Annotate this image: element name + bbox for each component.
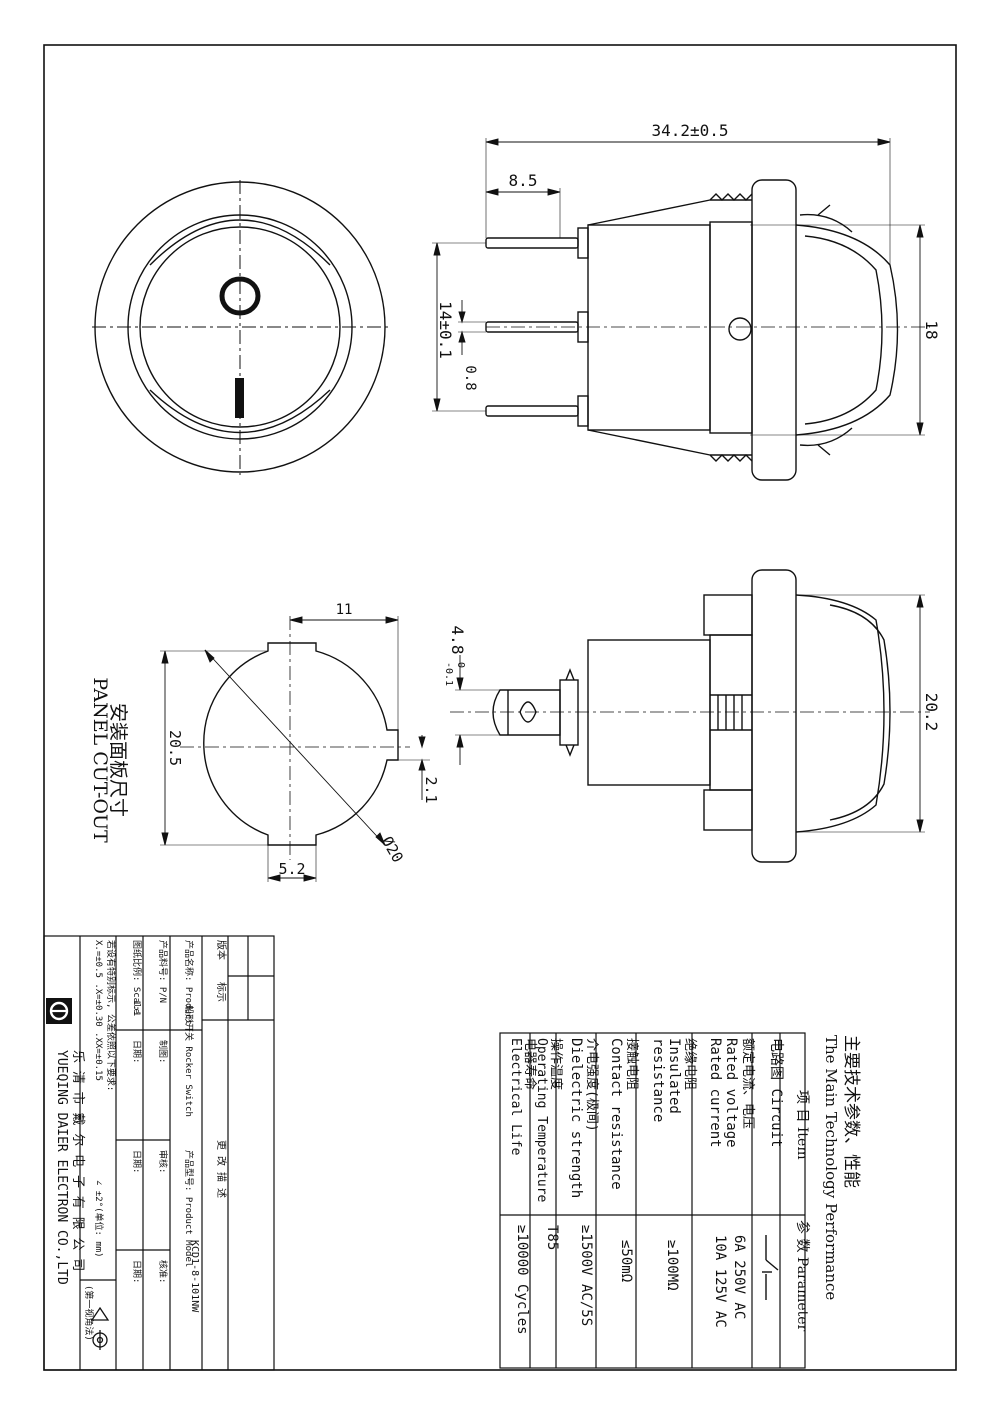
row-contact-value: ≤50mΩ <box>618 1240 634 1282</box>
pn-label: 产品料号: P/N <box>157 940 169 1003</box>
company-name-cn: 乐 清 市 戴 尔 电 子 有 限 公 司 <box>70 1050 86 1271</box>
scale-value: 1:1 <box>131 1000 141 1016</box>
front-view <box>92 180 388 475</box>
row-circuit-label: 电路图 Circuit <box>768 1038 784 1147</box>
row-insulated-en: Insulated <box>666 1038 682 1114</box>
top-view-dimensions <box>432 138 925 436</box>
row-insulated-value: ≥100MΩ <box>664 1240 680 1291</box>
product-label: 产品名称: Product <box>183 940 195 1025</box>
side-view-dimensions <box>455 594 925 833</box>
row-insulated-en2: resistance <box>650 1038 666 1122</box>
panel-cutout <box>180 616 410 860</box>
dim-cutout-height: 20.5 <box>166 730 184 766</box>
projection-label: (第一视角法) <box>83 1285 95 1341</box>
row-rated-cn: 额定电流、电压 <box>740 1038 755 1129</box>
date-label-1: 日期: <box>131 1040 142 1063</box>
date-label-3: 日期: <box>131 1260 142 1283</box>
dim-cutout-notch: 5.2 <box>278 860 305 878</box>
dim-cutout-width: 11 <box>336 602 353 618</box>
dim-pin-width-tol-lower: -0.1 <box>443 662 454 686</box>
cutout-dimensions <box>160 616 430 882</box>
dim-pin-offset: 8.5 <box>509 171 538 190</box>
row-life-value: ≥10000 Cycles <box>514 1225 530 1335</box>
top-side-view <box>485 179 930 481</box>
row-dielectric-cn: 介电强度(极间) <box>584 1038 600 1132</box>
product-value: 船形开关 Rocker Switch <box>183 1005 195 1117</box>
company-name-en: YUEQING DAIER ELECTRON CO.,LTD <box>54 1050 69 1285</box>
dim-height-20-2: 20.2 <box>922 693 941 732</box>
cutout-title-cn: 安装面板尺寸 <box>107 703 129 817</box>
mark-label: 标示 <box>215 982 227 1002</box>
row-temp-en: Operating Temperature <box>534 1038 549 1203</box>
date-label-2: 日期: <box>131 1150 142 1173</box>
on-symbol <box>235 378 244 418</box>
row-temp-cn: 操作温度 <box>548 1038 564 1090</box>
row-contact-cn: 接触电阻 <box>624 1038 640 1090</box>
spec-title-en: The Main Technology Performance <box>822 1035 840 1300</box>
row-dielectric-value: ≥1500V AC/5S <box>578 1225 594 1326</box>
change-description-label: 更 改 描 述 <box>215 1140 228 1198</box>
dim-cutout-key: 2.1 <box>422 776 440 803</box>
title-block <box>43 935 275 1371</box>
row-life-cn: 电器寿命 <box>522 1038 538 1090</box>
projection-symbol-icon <box>90 1306 110 1350</box>
row-contact-en: Contact resistance <box>608 1038 624 1190</box>
bottom-side-view <box>450 569 930 863</box>
company-logo <box>46 998 72 1024</box>
spec-title-cn: 主要技术参数、性能 <box>841 1035 861 1188</box>
row-life-en: Electrical Life <box>508 1038 523 1156</box>
spec-table <box>499 1032 806 1369</box>
tolerance-note: 若设有特别标示, 公差依照以下要求: <box>105 940 117 1091</box>
spec-header-parameter: 参 数 Parameter <box>794 1220 811 1332</box>
dim-pin-width-tol-upper: 0 <box>455 662 466 668</box>
row-rated-value-2: 10A 125V AC <box>712 1235 728 1328</box>
spec-header-item: 项 目 Item <box>794 1090 810 1160</box>
row-rated-value-1: 6A 250V AC <box>731 1235 747 1319</box>
row-rated-voltage: Rated voltage <box>723 1038 739 1148</box>
sheet-border <box>43 44 957 1371</box>
check-label: 审核: <box>157 1150 169 1173</box>
dim-pin-width: 4.8 <box>448 626 467 655</box>
tolerance-values: X.=±0.5 .X=±0.30 .XX=±0.15 <box>93 940 103 1081</box>
dim-overall-length: 34.2±0.5 <box>651 121 728 140</box>
angle-tolerance: ∠ ±2°(单位: mm) <box>93 1180 105 1258</box>
off-symbol <box>219 276 261 316</box>
scale-label: 图纸比例: Scale <box>131 940 143 1014</box>
model-value: KCD1-8-101NW <box>189 1240 200 1313</box>
row-rated-current: Rated current <box>707 1038 723 1148</box>
approve-label: 核准: <box>157 1260 169 1283</box>
row-insulated-cn: 绝缘电阻 <box>682 1038 698 1090</box>
drawn-label: 制图: <box>157 1040 169 1063</box>
dim-pin-span: 14±0.1 <box>436 301 455 359</box>
dim-height-18: 18 <box>922 320 941 339</box>
row-dielectric-en: Dielectric strength <box>568 1038 584 1198</box>
cutout-title-en: PANEL CUT-OUT <box>89 677 111 843</box>
row-temp-value: T85 <box>544 1225 560 1250</box>
version-label: 版本 <box>215 940 228 960</box>
model-label: 产品型号: Product Model <box>183 1150 195 1267</box>
dim-pin-thickness: 0.8 <box>462 365 478 390</box>
